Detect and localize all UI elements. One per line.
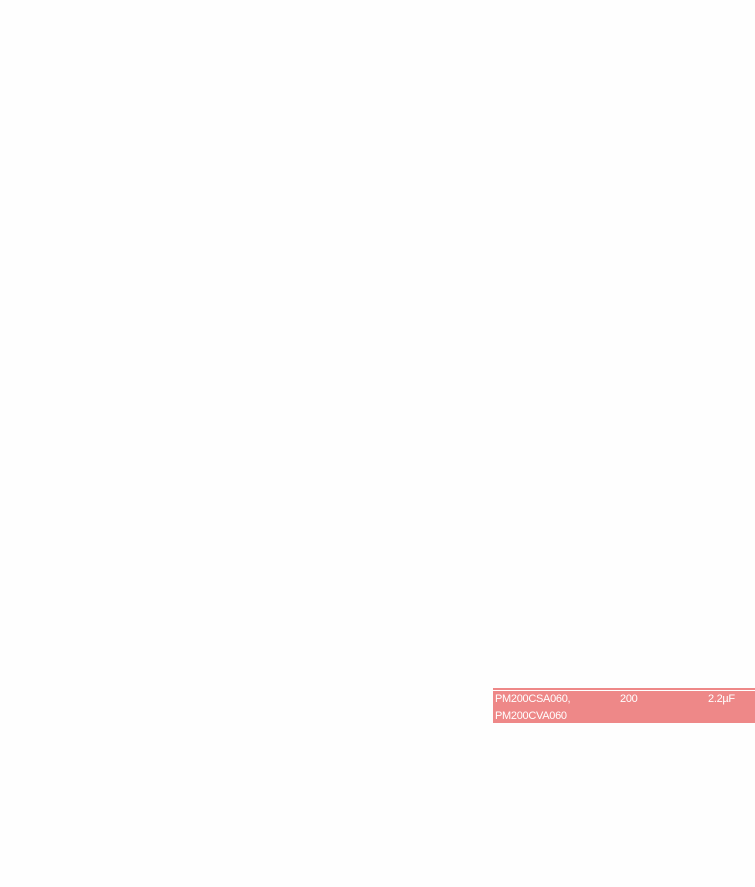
row-divider — [493, 690, 755, 691]
highlighted-table-row: PM200CSA060, PM200CVA060 200 2.2µF — [493, 688, 755, 723]
part-number: PM200CVA060 — [495, 710, 567, 722]
part-number: PM200CSA060, — [495, 693, 571, 705]
part-number-cell: PM200CSA060, PM200CVA060 — [495, 691, 571, 725]
capacitance-cell: 2.2µF — [708, 693, 735, 705]
rating-cell: 200 — [620, 693, 638, 705]
